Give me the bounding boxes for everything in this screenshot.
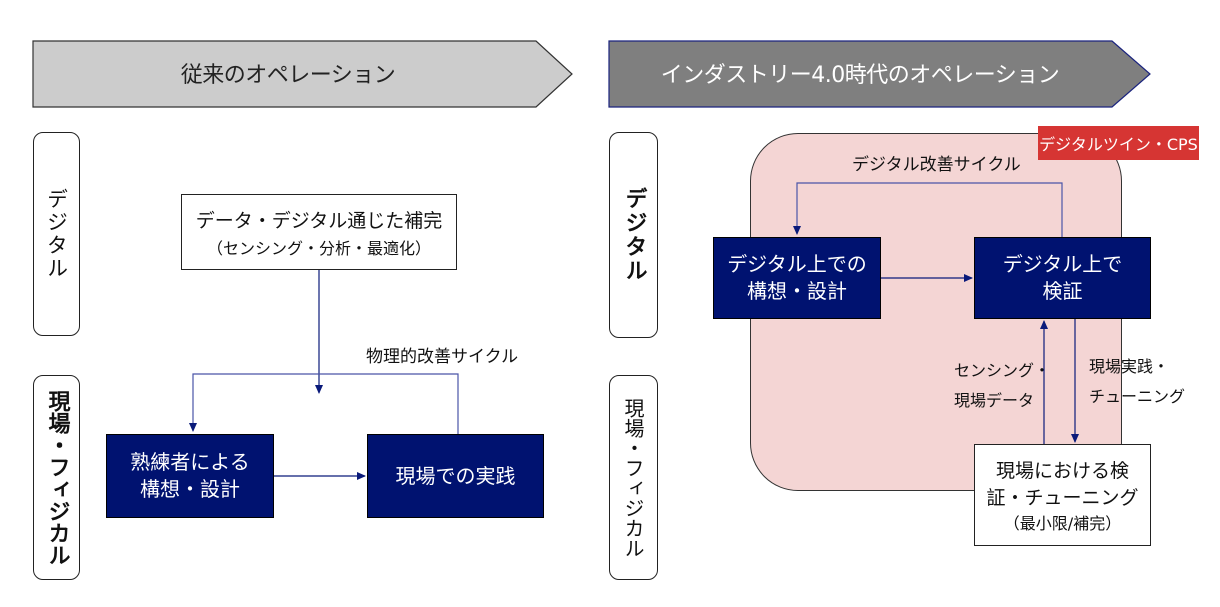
expert-design-line1: 熟練者による <box>130 450 250 474</box>
right-side-label-physical-text: 現場・フィジカル <box>621 397 645 558</box>
left-side-label-digital: デジタル <box>33 132 80 336</box>
right-side-label-physical: 現場・フィジカル <box>609 375 658 580</box>
physical-cycle-loop <box>189 373 459 434</box>
digital-verify-line1: デジタル上で <box>1002 252 1123 276</box>
digital-twin-badge-text: デジタルツイン・CPS <box>1039 135 1198 154</box>
digital-design-box: デジタル上での 構想・設計 <box>713 237 881 319</box>
right-side-label-digital: デジタル <box>609 132 658 338</box>
digital-design-line1: デジタル上での <box>727 252 867 276</box>
right-side-label-digital-text: デジタル <box>621 187 647 283</box>
digital-twin-badge: デジタルツイン・CPS <box>1038 126 1199 160</box>
left-banner-shape <box>32 40 573 108</box>
sensing-data-label: センシング・ 現場データ <box>954 356 1050 416</box>
field-practice-line1: 現場での実践 <box>395 463 516 488</box>
expert-design-box: 熟練者による 構想・設計 <box>106 434 274 518</box>
field-verification-line3: （最小限/補完） <box>1003 514 1122 533</box>
left-side-label-physical-text: 現場・フィジカル <box>44 389 70 566</box>
field-practice-box: 現場での実践 <box>367 434 544 518</box>
data-supplement-line1: データ・デジタル通じた補完 <box>195 209 443 232</box>
field-verification-line1: 現場における検 <box>995 460 1129 482</box>
data-supplement-box: データ・デジタル通じた補完 （センシング・分析・最適化） <box>181 194 457 270</box>
digital-cycle-label: デジタル改善サイクル <box>852 155 1021 175</box>
field-practice-tuning-line1: 現場実践・ <box>1089 357 1170 376</box>
field-practice-tuning-label: 現場実践・ チューニング <box>1089 352 1185 412</box>
digital-verify-line2: 検証 <box>1042 279 1083 303</box>
field-verification-box: 現場における検 証・チューニング （最小限/補完） <box>974 444 1151 546</box>
sensing-data-line2: 現場データ <box>954 391 1035 410</box>
left-banner: 従来のオペレーション <box>32 40 574 108</box>
left-side-label-physical: 現場・フィジカル <box>33 375 80 580</box>
digital-design-line2: 構想・設計 <box>746 279 847 303</box>
right-banner-title: インダストリー4.0時代のオペレーション <box>660 63 1060 88</box>
left-side-label-digital-text: デジタル <box>44 188 69 280</box>
physical-cycle-label: 物理的改善サイクル <box>366 347 519 367</box>
field-practice-tuning-line2: チューニング <box>1089 387 1186 406</box>
expert-design-line2: 構想・設計 <box>140 477 240 501</box>
right-banner-shape <box>608 40 1151 108</box>
digital-verify-box: デジタル上で 検証 <box>974 237 1151 319</box>
right-banner: インダストリー4.0時代のオペレーション <box>608 40 1152 108</box>
field-verification-line2: 証・チューニング <box>986 487 1139 509</box>
left-banner-title: 従来のオペレーション <box>180 63 396 88</box>
data-supplement-line2: （センシング・分析・最適化） <box>206 238 431 258</box>
sensing-data-line1: センシング・ <box>954 361 1051 380</box>
